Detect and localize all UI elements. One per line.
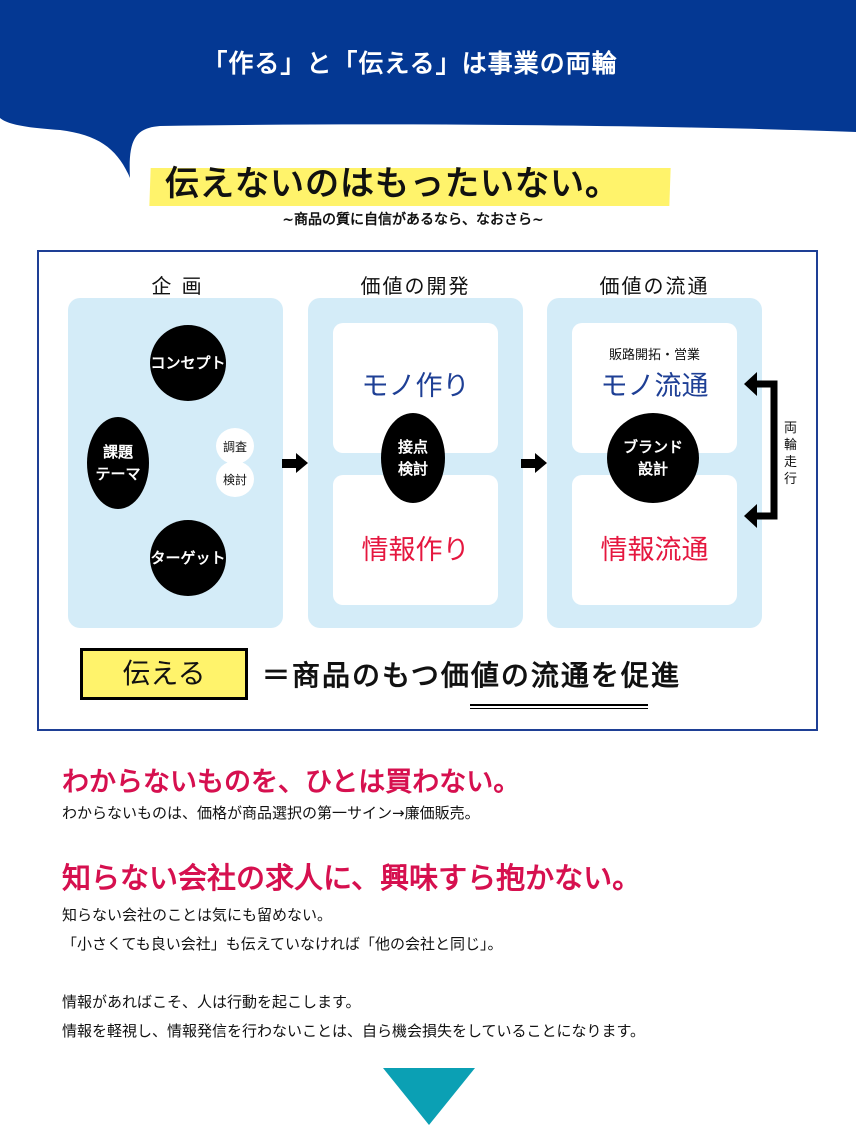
column-heading-dev: 価値の開発: [360, 274, 471, 298]
theme-line-1: 課題: [102, 442, 133, 461]
info-distribution: 情報流通: [600, 535, 709, 566]
equation-suffix: を促進: [590, 659, 681, 692]
arrow-right-icon: [296, 453, 308, 473]
theme-line-2: テーマ: [95, 465, 141, 483]
banner-title: 「作る」と「伝える」は事業の両輪: [202, 49, 618, 78]
equation-prefix: ＝商品のもつ: [262, 659, 441, 692]
brand-circle: ブランド 設計: [607, 413, 699, 503]
subtitle: ~商品の質に自信があるなら、なおさら~: [282, 212, 544, 228]
target-circle: ターゲット: [150, 520, 226, 596]
column-heading-dist: 価値の流通: [599, 274, 710, 298]
touchpoint-line-1: 接点: [397, 437, 428, 456]
theme-circle: 課題 テーマ: [87, 417, 149, 509]
section-2-line-2: 「小さくても良い会社」も伝えていなければ「他の会社と同じ」。: [62, 935, 503, 953]
down-triangle-icon: [383, 1068, 475, 1125]
research-bubble: 調査: [216, 428, 254, 464]
arrow-shaft: [521, 459, 535, 468]
sales-note: 販路開拓・営業: [608, 348, 700, 363]
section-2-line-4: 情報を軽視し、情報発信を行わないことは、自ら機会損失をしていることになります。: [62, 1022, 646, 1040]
double-underline: [470, 704, 648, 709]
arrow-right-icon: [535, 453, 547, 473]
equation: ＝商品のもつ価値の流通を促進: [262, 654, 681, 694]
section-2-line-3: 情報があればこそ、人は行動を起こします。: [62, 993, 361, 1011]
touchpoint-line-2: 検討: [397, 460, 428, 478]
diagram-frame: [37, 250, 818, 731]
section-2-line-1: 知らない会社のことは気にも留めない。: [62, 906, 333, 924]
review-bubble: 検討: [216, 461, 254, 497]
tsutaeru-box: 伝える: [80, 648, 248, 700]
arrow-shaft: [282, 459, 296, 468]
speech-bubble-banner: [0, 0, 856, 178]
info-making: 情報作り: [361, 535, 470, 566]
both-wheels-label: 両輪走行: [784, 421, 798, 487]
section-heading-1: わからないものを、ひとは買わない。: [62, 767, 521, 798]
section-1-line-1: わからないものは、価格が商品選択の第一サイン→廉価販売。: [62, 804, 480, 822]
brand-line-2: 設計: [637, 460, 668, 478]
section-heading-2: 知らない会社の求人に、興味すら抱かない。: [62, 861, 642, 895]
mono-making: モノ作り: [361, 371, 470, 402]
mono-distribution: モノ流通: [600, 371, 709, 402]
brand-line-1: ブランド: [622, 437, 683, 456]
bidirectional-bracket-arrow-icon: [744, 372, 778, 528]
equation-emphasis: 価値の流通: [440, 659, 591, 692]
concept-circle: コンセプト: [150, 325, 226, 401]
touchpoint-circle: 接点 検討: [381, 413, 445, 503]
headline: 伝えないのはもったいない。: [165, 164, 620, 204]
column-heading-plan: 企 画: [151, 274, 204, 298]
